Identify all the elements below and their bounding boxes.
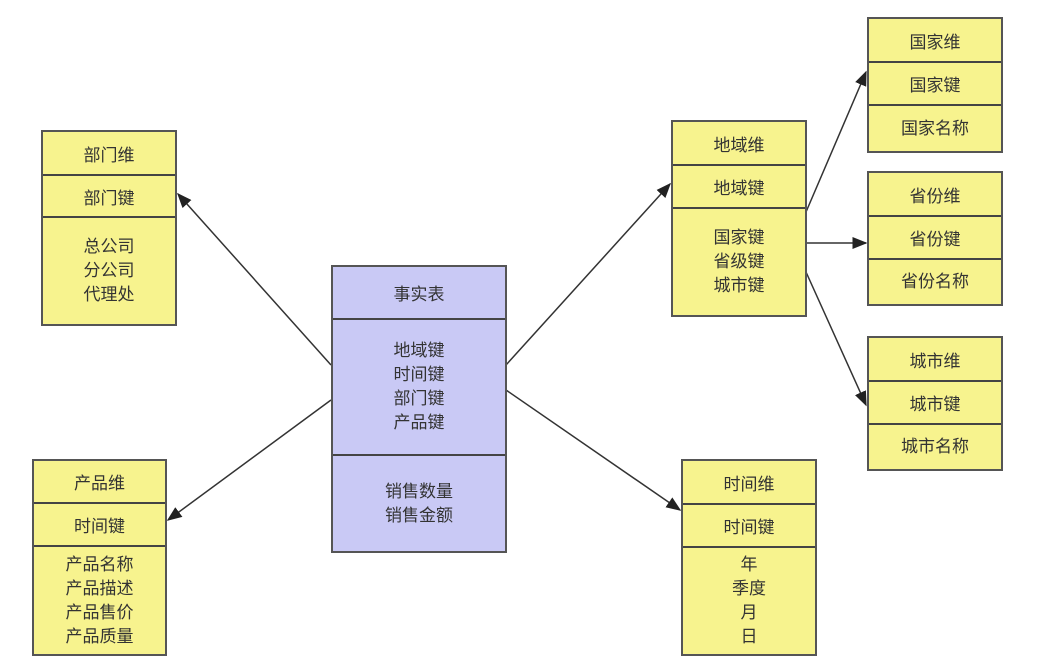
region-dimension-table: 地域维 地域键 国家键 省级键 城市键 — [671, 120, 807, 317]
table-title: 部门维 — [43, 132, 175, 176]
attribute: 产品质量 — [65, 626, 134, 647]
arrow-region-to-country — [805, 70, 867, 213]
table-title: 地域维 — [673, 122, 805, 166]
table-key: 城市键 — [869, 382, 1001, 425]
fact-table: 事实表 地域键 时间键 部门键 产品键 销售数量 销售金额 — [331, 265, 507, 553]
table-key: 省份键 — [869, 217, 1001, 260]
attribute: 总公司 — [83, 237, 135, 257]
product-dimension-table: 产品维 时间键 产品名称 产品描述 产品售价 产品质量 — [32, 459, 167, 656]
attribute: 城市名称 — [901, 437, 969, 457]
time-dimension-table: 时间维 时间键 年 季度 月 日 — [681, 459, 817, 656]
table-key: 时间键 — [34, 504, 165, 547]
table-attributes: 年 季度 月 日 — [683, 548, 815, 654]
attribute: 月 — [740, 603, 758, 623]
arrow-fact-to-product — [166, 399, 332, 521]
province-dimension-table: 省份维 省份键 省份名称 — [867, 171, 1003, 306]
table-key: 部门键 — [43, 176, 175, 218]
table-title: 国家维 — [869, 19, 1001, 63]
foreign-key: 地域键 — [393, 341, 445, 361]
table-key: 地域键 — [673, 166, 805, 209]
foreign-key: 部门键 — [393, 389, 445, 409]
measure: 销售金额 — [385, 505, 453, 526]
table-title: 事实表 — [333, 267, 505, 320]
foreign-key: 产品键 — [393, 413, 445, 433]
attribute: 国家键 — [713, 228, 765, 248]
attribute: 年 — [740, 555, 758, 575]
attribute: 分公司 — [83, 261, 135, 281]
table-title: 省份维 — [869, 173, 1001, 217]
attribute: 日 — [740, 627, 758, 647]
attribute: 产品描述 — [65, 578, 134, 599]
arrow-fact-to-department — [176, 192, 332, 366]
table-key: 国家键 — [869, 63, 1001, 106]
table-attributes: 省份名称 — [869, 260, 1001, 304]
attribute: 代理处 — [83, 285, 135, 305]
attribute: 省级键 — [713, 252, 765, 272]
arrow-fact-to-time — [505, 389, 682, 511]
attribute: 产品名称 — [65, 554, 134, 575]
attribute: 省份名称 — [901, 272, 969, 292]
table-attributes: 国家键 省级键 城市键 — [673, 209, 805, 315]
arrow-fact-to-region — [505, 182, 672, 366]
attribute: 国家名称 — [901, 118, 969, 139]
fact-measures: 销售数量 销售金额 — [333, 456, 505, 551]
table-attributes: 国家名称 — [869, 106, 1001, 151]
country-dimension-table: 国家维 国家键 国家名称 — [867, 17, 1003, 153]
fact-keys: 地域键 时间键 部门键 产品键 — [333, 320, 505, 456]
table-attributes: 总公司 分公司 代理处 — [43, 218, 175, 324]
measure: 销售数量 — [385, 481, 453, 502]
table-attributes: 产品名称 产品描述 产品售价 产品质量 — [34, 547, 165, 654]
table-title: 产品维 — [34, 461, 165, 504]
foreign-key: 时间键 — [393, 365, 445, 385]
table-title: 城市维 — [869, 338, 1001, 382]
arrow-region-to-city — [805, 271, 867, 407]
attribute: 产品售价 — [65, 602, 134, 623]
table-title: 时间维 — [683, 461, 815, 505]
table-key: 时间键 — [683, 505, 815, 548]
attribute: 季度 — [732, 579, 766, 599]
attribute: 城市键 — [713, 276, 765, 296]
department-dimension-table: 部门维 部门键 总公司 分公司 代理处 — [41, 130, 177, 326]
city-dimension-table: 城市维 城市键 城市名称 — [867, 336, 1003, 471]
table-attributes: 城市名称 — [869, 425, 1001, 469]
